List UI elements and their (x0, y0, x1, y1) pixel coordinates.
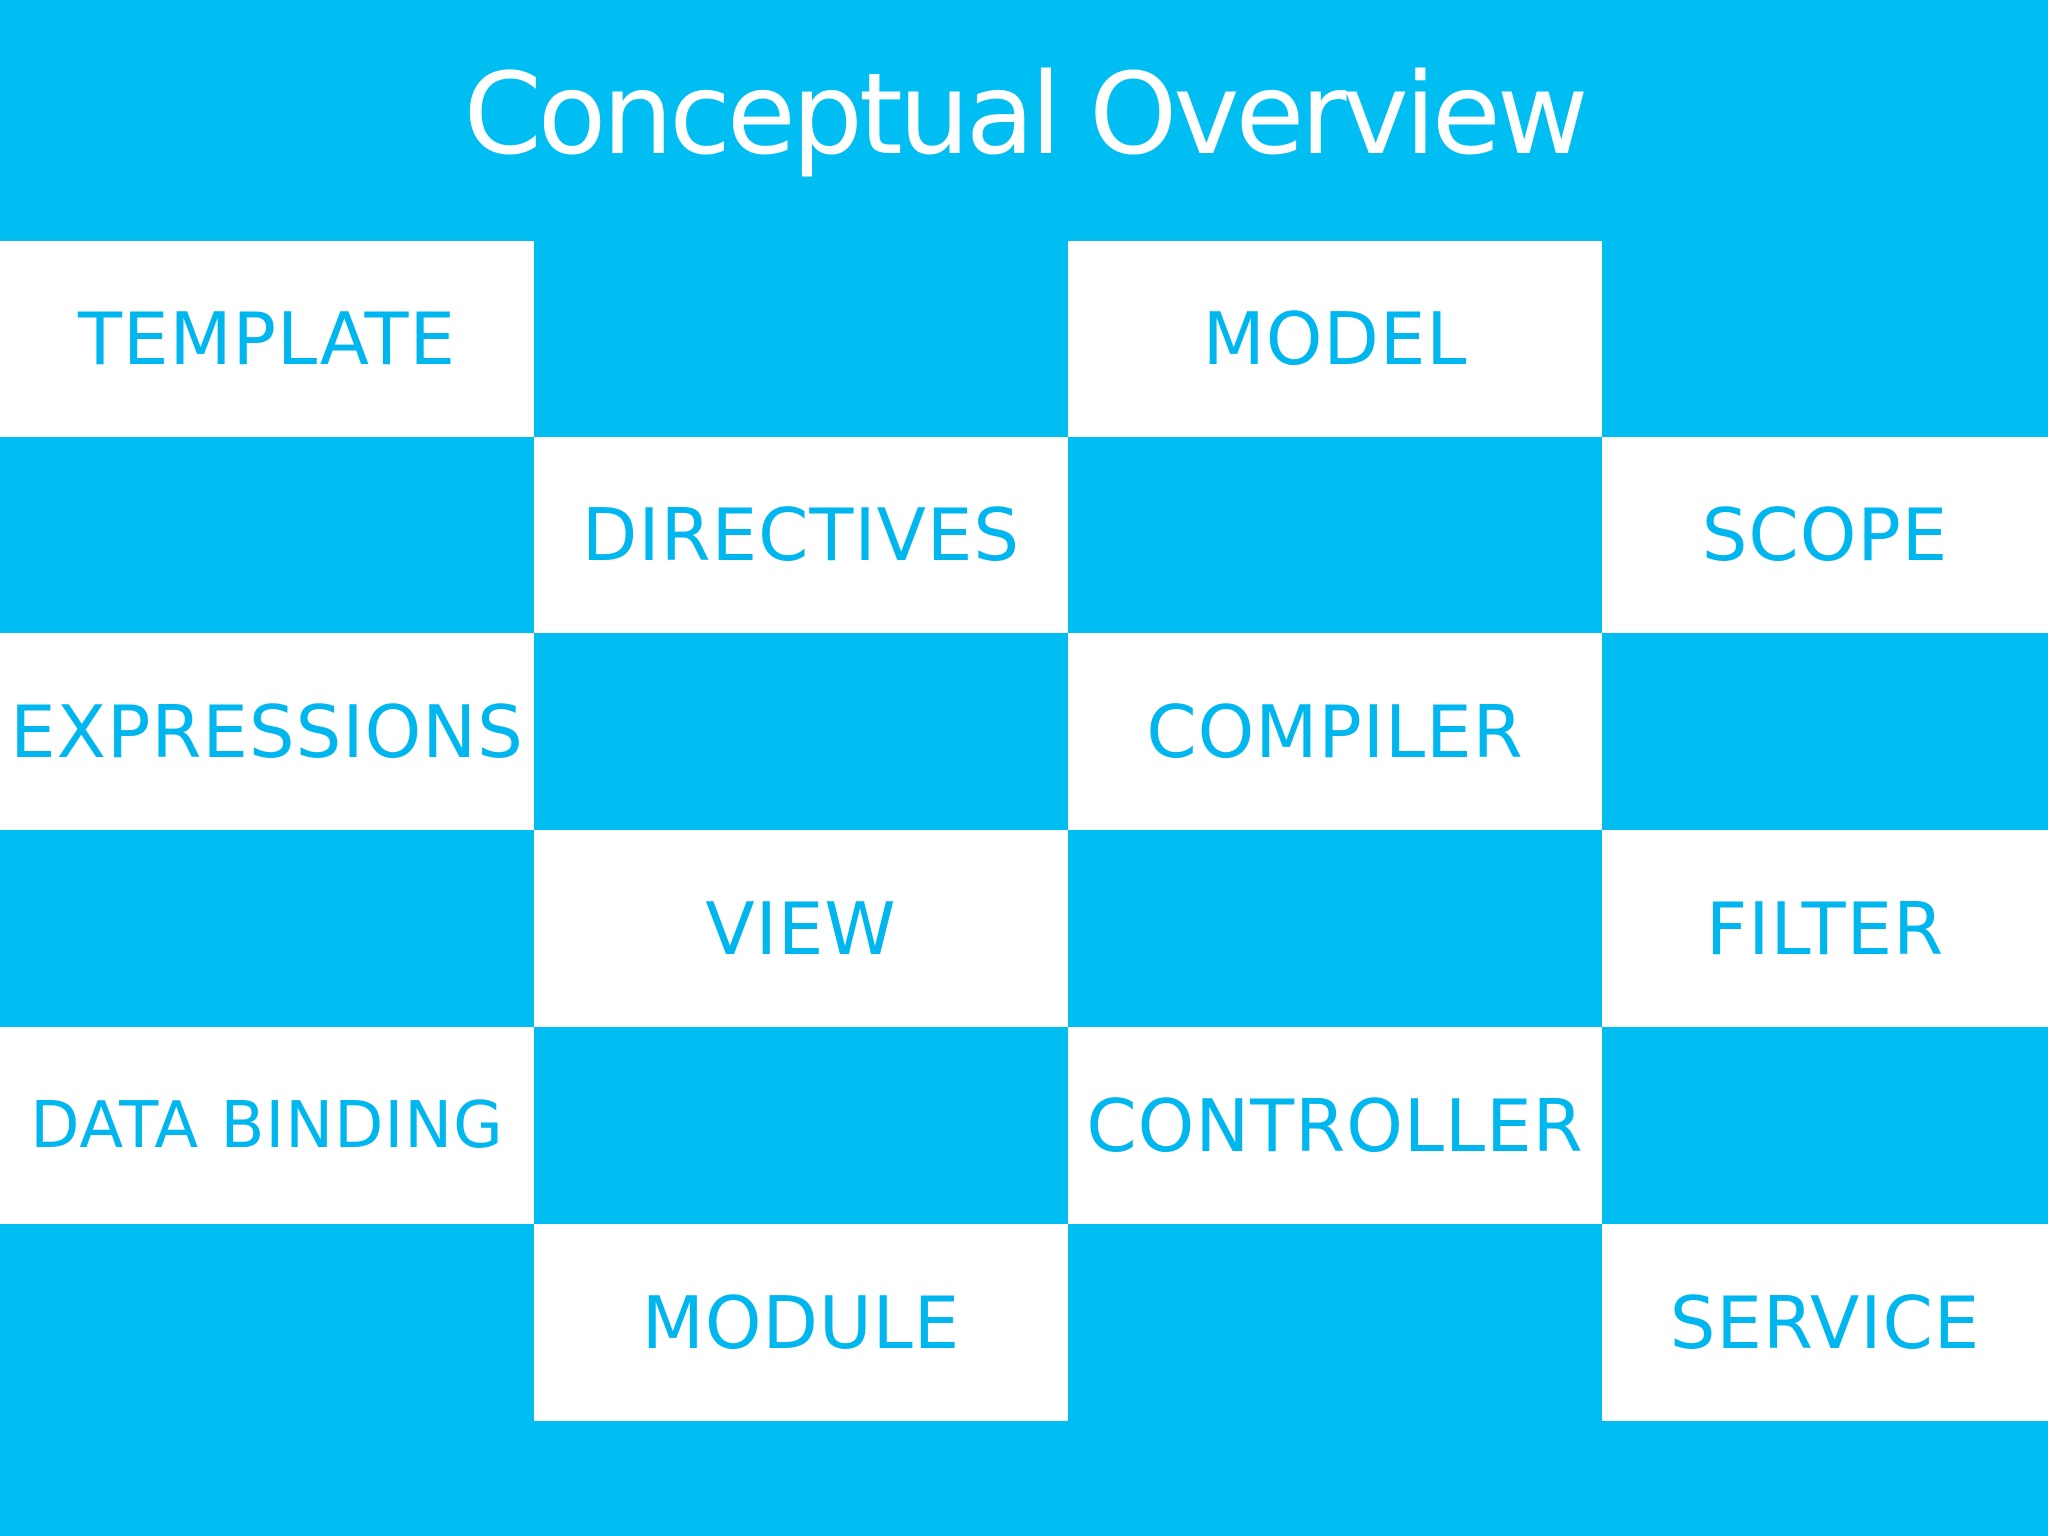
tile-service: SERVICE (1602, 1224, 2048, 1421)
tile-module: MODULE (534, 1224, 1068, 1421)
tile-compiler: COMPILER (1068, 633, 1602, 830)
tile-directives: DIRECTIVES (534, 437, 1068, 633)
tile-view: VIEW (534, 830, 1068, 1027)
slide-title: Conceptual Overview (463, 50, 1589, 180)
tile-model: MODEL (1068, 241, 1602, 437)
tile-controller: CONTROLLER (1068, 1027, 1602, 1224)
tile-filter: FILTER (1602, 830, 2048, 1027)
tile-expressions: EXPRESSIONS (0, 633, 534, 830)
tile-template: TEMPLATE (0, 241, 534, 437)
tile-data-binding: DATA BINDING (0, 1027, 534, 1224)
concept-grid: TEMPLATE MODEL DIRECTIVES SCOPE EXPRESSI… (0, 241, 2048, 1421)
tile-scope: SCOPE (1602, 437, 2048, 633)
